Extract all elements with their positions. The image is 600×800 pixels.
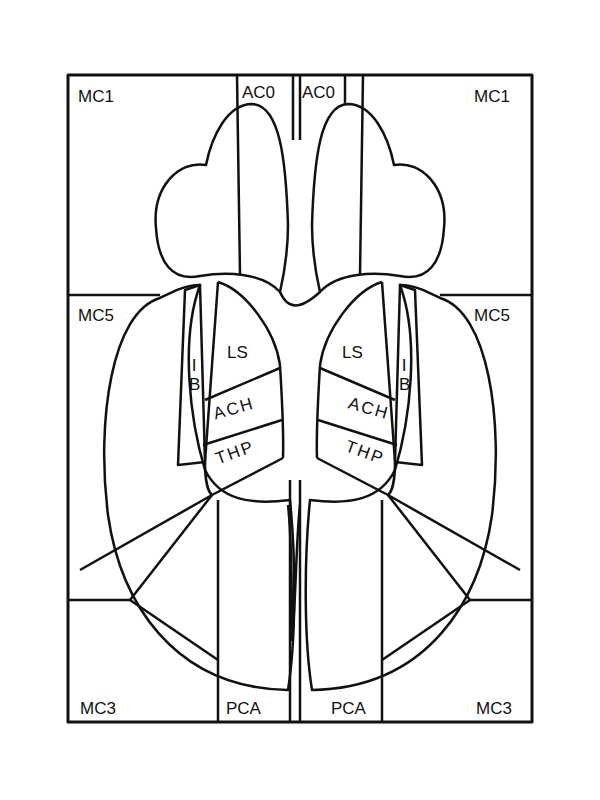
territory-label: THP bbox=[343, 438, 386, 468]
territory-label: PCA bbox=[331, 700, 366, 717]
territory-label: MC1 bbox=[78, 88, 114, 105]
territory-label: THP bbox=[213, 438, 256, 468]
territory-label: MC3 bbox=[80, 700, 116, 717]
territory-label: LS bbox=[227, 344, 248, 361]
territory-label: ACH bbox=[346, 395, 391, 423]
territory-label: MC1 bbox=[474, 88, 510, 105]
territory-label: MC3 bbox=[476, 700, 512, 717]
territory-label: IB bbox=[189, 357, 199, 394]
territory-label: ACH bbox=[211, 395, 256, 423]
territory-label: MC5 bbox=[78, 307, 114, 324]
territory-label: AC0 bbox=[242, 84, 275, 101]
territory-label: IB bbox=[399, 357, 409, 394]
territory-label: MC5 bbox=[474, 307, 510, 324]
territory-label: AC0 bbox=[302, 84, 335, 101]
territory-label: LS bbox=[342, 344, 363, 361]
territory-label: PCA bbox=[226, 700, 261, 717]
